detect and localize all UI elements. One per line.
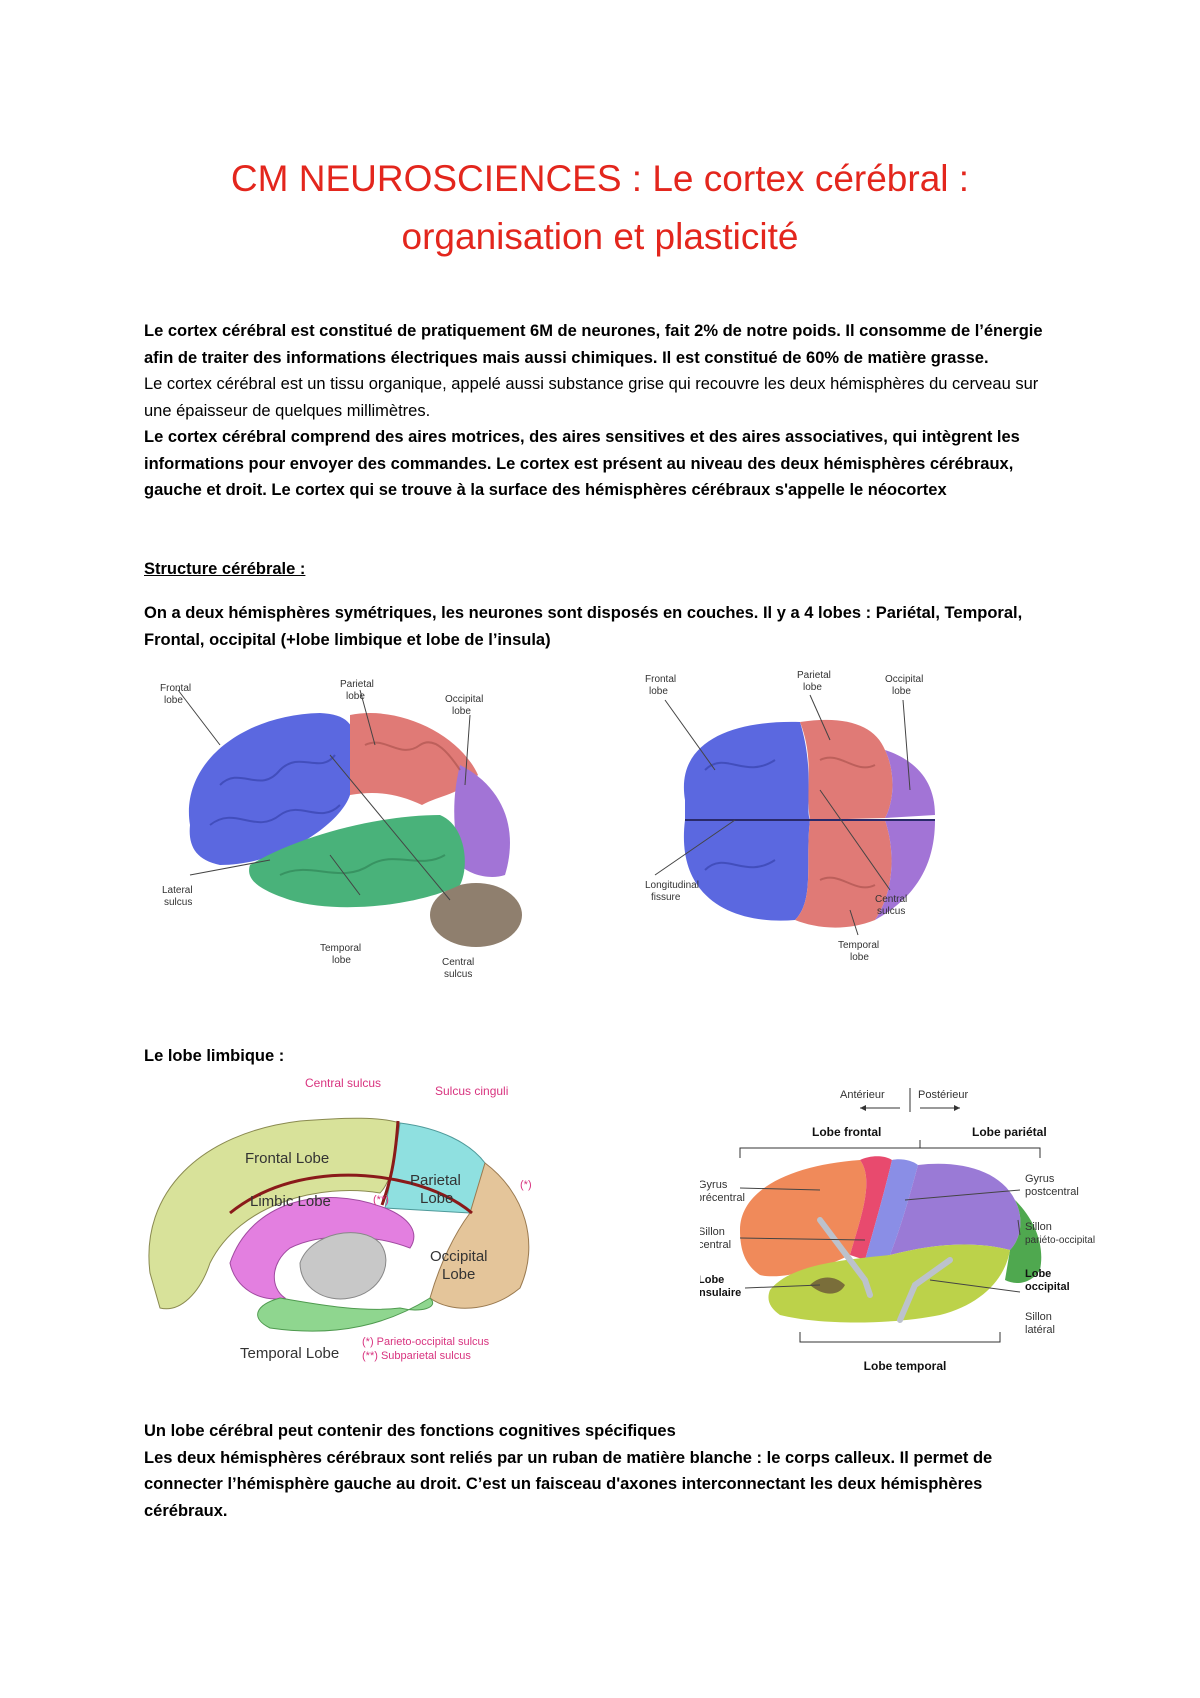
top-occipital-label-1: Occipital — [885, 674, 923, 685]
gyrus-postcentral-label-1: Gyrus — [1025, 1173, 1055, 1185]
lateral-sulcus-label-2: sulcus — [164, 897, 192, 908]
document-title: CM NEUROSCIENCES : Le cortex cérébral : … — [0, 150, 1200, 266]
fr-insula-shape — [810, 1277, 845, 1294]
sillon-parieto-occipital-label-2: pariéto-occipital — [1025, 1235, 1095, 1246]
sillon-central-label-1: Sillon — [700, 1226, 725, 1238]
top-parietal-upper-shape — [800, 719, 893, 820]
lateral-temporal-label-2: lobe — [332, 955, 351, 966]
lateral-temporal-label-1: Temporal — [320, 943, 361, 954]
central-sulcus-label: Central sulcus — [305, 1076, 381, 1090]
medial-thalamus-shape — [299, 1232, 387, 1300]
fr-postcentral-shape — [865, 1159, 918, 1260]
sulcus-cinguli-label: Sulcus cinguli — [435, 1084, 508, 1098]
sillon-central-label-2: central — [700, 1239, 731, 1251]
medial-parietal-label-1: Parietal — [410, 1172, 461, 1189]
fr-probe-2 — [897, 1257, 953, 1323]
top-parietal-label-2: lobe — [803, 682, 822, 693]
sillon-parieto-occipital-label-1: Sillon — [1025, 1221, 1052, 1233]
top-longitudinal-label-2: fissure — [651, 892, 681, 903]
occipital-lobe-shape — [454, 765, 510, 877]
sulcus-cinguli-line — [229, 1173, 473, 1215]
top-occipital-lower-shape — [875, 820, 935, 920]
medial-parietal-label-2: Lobe — [420, 1190, 453, 1207]
top-parietal-label-1: Parietal — [797, 670, 831, 681]
top-longitudinal-label-1: Longitudinal — [645, 880, 699, 891]
medial-frontal-label: Frontal Lobe — [245, 1150, 329, 1167]
top-frontal-label-1: Frontal — [645, 674, 676, 685]
medial-temporal-shape — [257, 1297, 433, 1332]
parietal-lobe-shape — [350, 713, 478, 805]
lateral-parietal-label-2: lobe — [346, 691, 365, 702]
closing-line-1: Un lobe cérébral peut contenir des fonct… — [144, 1422, 676, 1440]
medial-occipital-label-1: Occipital — [430, 1248, 488, 1265]
title-line-2: organisation et plasticité — [401, 216, 799, 257]
top-brain-figure: Frontal lobe Parietal lobe Occipital lob… — [645, 670, 935, 963]
fr-precentral-shape — [850, 1156, 892, 1260]
structure-heading: Structure cérébrale : — [144, 560, 306, 578]
french-brain-figure: Antérieur Postérieur Lobe frontal Lobe p… — [700, 1088, 1095, 1373]
medial-occipital-shape — [429, 1162, 530, 1309]
medial-brain-figure: Central sulcus Sulcus cinguli Frontal Lo… — [148, 1076, 532, 1362]
temporal-lobe-shape — [249, 815, 465, 908]
posterieur-label: Postérieur — [918, 1089, 968, 1101]
top-parietal-lower-shape — [795, 820, 892, 928]
central-sulcus-line — [380, 1120, 400, 1206]
structure-text: On a deux hémisphères symétriques, les n… — [144, 604, 1023, 649]
lobe-insulaire-label-2: insulaire — [700, 1287, 741, 1299]
top-temporal-label-1: Temporal — [838, 940, 879, 951]
lobe-occipital-label-1: Lobe — [1025, 1268, 1051, 1280]
gyrus-postcentral-label-2: postcentral — [1025, 1186, 1079, 1198]
lateral-central-label-1: Central — [442, 957, 474, 968]
lateral-frontal-label-2: lobe — [164, 695, 183, 706]
lateral-central-label-2: sulcus — [444, 969, 472, 980]
note-parieto-occipital: (*) Parieto-occipital sulcus — [362, 1336, 490, 1348]
cerebellum-shape — [430, 883, 522, 947]
intro-section: Le cortex cérébral est constitué de prat… — [144, 318, 1064, 504]
sillon-lateral-label-2: latéral — [1025, 1324, 1055, 1336]
top-central-label-1: Central — [875, 894, 907, 905]
closing-text: Les deux hémisphères cérébraux sont reli… — [144, 1448, 993, 1520]
limbic-heading: Le lobe limbique : — [144, 1047, 285, 1065]
top-frontal-label-2: lobe — [649, 686, 668, 697]
lateral-brain-figure: Frontal lobe Parietal lobe Occipital lob… — [160, 679, 522, 980]
top-bracket — [739, 1147, 1041, 1158]
gyrus-precentral-label-1: Gyrus — [700, 1179, 728, 1191]
medial-temporal-label: Temporal Lobe — [240, 1345, 339, 1362]
top-frontal-lower-shape — [683, 820, 810, 921]
lateral-parietal-label-1: Parietal — [340, 679, 374, 690]
lobe-parietal-label: Lobe pariétal — [972, 1125, 1047, 1139]
closing-section: Un lobe cérébral peut contenir des fonct… — [144, 1418, 1064, 1524]
anterieur-label: Antérieur — [840, 1089, 885, 1101]
bottom-bracket — [799, 1332, 1001, 1343]
fr-occipital-shape — [1005, 1200, 1042, 1283]
intro-paragraph-3: Le cortex cérébral comprend des aires mo… — [144, 428, 1020, 499]
frontal-lobe-shape — [188, 713, 356, 865]
top-temporal-label-2: lobe — [850, 952, 869, 963]
star-marker: (*) — [520, 1179, 532, 1191]
fr-parietal-shape — [890, 1163, 1021, 1255]
lobe-occipital-label-2: occipital — [1025, 1281, 1070, 1293]
medial-limbic-label: Limbic Lobe — [250, 1193, 331, 1210]
lateral-frontal-label-1: Frontal — [160, 683, 191, 694]
lobe-temporal-label: Lobe temporal — [864, 1359, 947, 1373]
intro-paragraph-1: Le cortex cérébral est constitué de prat… — [144, 322, 1043, 367]
top-occipital-label-2: lobe — [892, 686, 911, 697]
double-star-marker: (**) — [373, 1194, 389, 1206]
title-line-1: CM NEUROSCIENCES : Le cortex cérébral : — [230, 158, 970, 199]
top-central-label-2: sulcus — [877, 906, 905, 917]
lateral-occipital-label-1: Occipital — [445, 694, 483, 705]
lobe-frontal-label: Lobe frontal — [812, 1125, 881, 1139]
sillon-lateral-label-1: Sillon — [1025, 1311, 1052, 1323]
gyrus-precentral-label-2: précentral — [700, 1192, 745, 1204]
note-subparietal: (**) Subparietal sulcus — [362, 1350, 471, 1362]
fr-temporal-shape — [768, 1244, 1010, 1323]
top-frontal-upper-shape — [683, 721, 810, 820]
lateral-sulcus-label-1: Lateral — [162, 885, 193, 896]
lobe-insulaire-label-1: Lobe — [700, 1274, 724, 1286]
medial-occipital-label-2: Lobe — [442, 1266, 475, 1283]
lateral-occipital-label-2: lobe — [452, 706, 471, 717]
intro-paragraph-2: Le cortex cérébral est un tissu organiqu… — [144, 375, 1039, 420]
